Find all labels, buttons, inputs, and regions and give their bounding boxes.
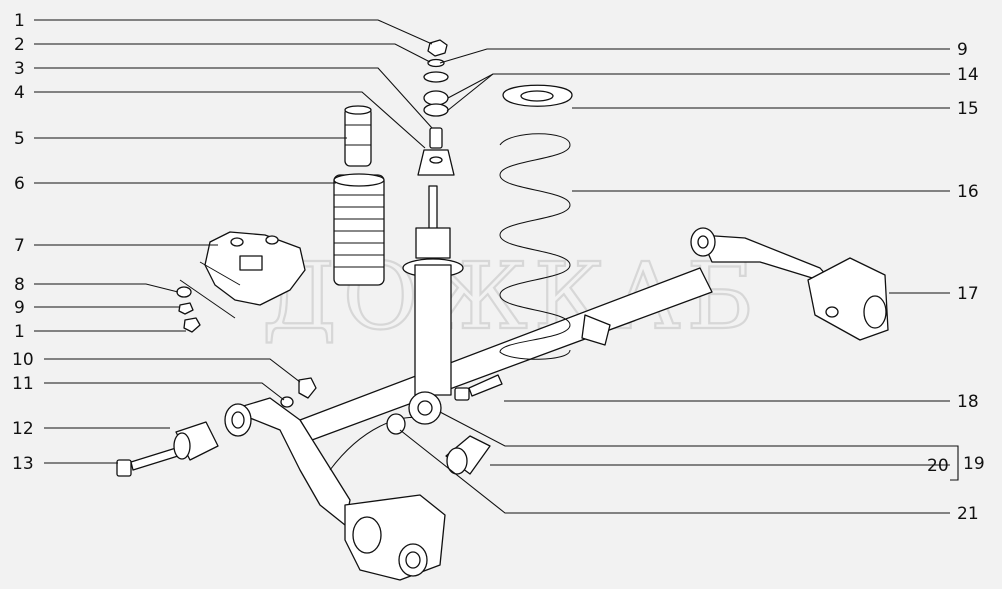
callout-4: 4 xyxy=(14,83,25,103)
left-bracket xyxy=(344,494,446,581)
callout-1-left: 1 xyxy=(14,322,25,342)
dust-boot xyxy=(333,173,385,286)
callout-16: 16 xyxy=(957,182,979,202)
fastener-parts xyxy=(116,286,503,477)
callout-1-top: 1 xyxy=(14,11,25,31)
callout-12: 12 xyxy=(12,419,34,439)
callout-labels: 1 2 3 4 5 6 7 8 9 1 10 11 12 13 9 14 15 … xyxy=(12,11,985,524)
callout-7: 7 xyxy=(14,236,25,256)
callout-9-left: 9 xyxy=(14,298,25,318)
shock-mount-stack xyxy=(417,39,455,176)
callout-10: 10 xyxy=(12,350,34,370)
callout-2: 2 xyxy=(14,35,25,55)
callout-8: 8 xyxy=(14,275,25,295)
callout-13: 13 xyxy=(12,454,34,474)
callout-14: 14 xyxy=(957,65,979,85)
callout-11: 11 xyxy=(12,374,34,394)
right-bracket xyxy=(807,257,889,341)
callout-9-right: 9 xyxy=(957,40,968,60)
callout-6: 6 xyxy=(14,174,25,194)
callout-5: 5 xyxy=(14,129,25,149)
callout-3: 3 xyxy=(14,59,25,79)
coil-spring xyxy=(499,84,573,360)
callout-20: 20 xyxy=(927,456,949,476)
callout-21: 21 xyxy=(957,504,979,524)
callout-17: 17 xyxy=(957,284,979,304)
callout-15: 15 xyxy=(957,99,979,119)
callout-18: 18 xyxy=(957,392,979,412)
shock-absorber xyxy=(402,185,464,425)
callout-19: 19 xyxy=(963,454,985,474)
upper-bracket xyxy=(179,231,306,319)
bump-stop xyxy=(344,105,372,167)
leader-lines xyxy=(34,19,959,514)
